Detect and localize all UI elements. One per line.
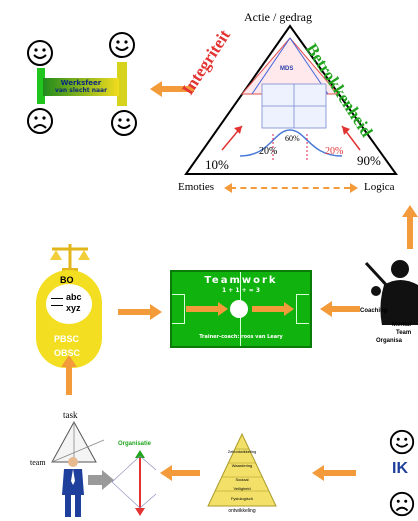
bo-xyz: xyz — [66, 303, 81, 313]
bo-badge: BO abc xyz PBSC OBSC — [36, 270, 102, 368]
werksfeer-label-line1: Werksfeer — [60, 79, 102, 87]
organisatie-scale — [111, 450, 157, 516]
triangle-pct-mid-right: 20% — [325, 146, 344, 157]
pyramid-line-2: Waardering — [231, 463, 253, 468]
werksfeer-panel: Werksfeer van slecht naar — [25, 30, 145, 140]
mental-label: Mental — [392, 322, 412, 328]
arrow-left-icon — [160, 465, 200, 481]
werksfeer-bar-right — [117, 62, 127, 106]
arrow-right-icon — [186, 302, 228, 316]
businessman-icon — [62, 457, 84, 517]
scales-icon — [50, 244, 90, 272]
teamwork-caption: Trainer-coach: roos van Leary — [199, 334, 283, 340]
triangle-bottom-left: Emoties — [178, 181, 215, 193]
pyramid-caption: ontwikkeling — [228, 508, 256, 514]
team-label-bottom: team — [30, 458, 46, 467]
pyramid-line-3: Sociaal — [235, 477, 249, 482]
arrow-head-left-icon — [224, 183, 232, 193]
pyramid-line-5: Fysiologisch — [230, 496, 253, 501]
triangle-diagram — [184, 24, 398, 175]
grey-arrow-right-icon — [88, 470, 114, 490]
frown-icon — [389, 491, 415, 517]
bo-equals — [51, 298, 63, 306]
field-box-left — [172, 294, 185, 324]
pyramid-line-1: Zelfontwikkeling — [227, 449, 257, 454]
triangle-pct-right: 90% — [357, 153, 381, 168]
maslow-pyramid — [207, 432, 277, 507]
coaching-label: Coaching — [360, 308, 388, 314]
werksfeer-label-box: Werksfeer van slecht naar — [43, 78, 119, 96]
task-label: task — [63, 410, 78, 420]
smile-icon — [389, 429, 415, 455]
arrow-left-icon — [312, 465, 356, 481]
arrow-left-icon — [320, 301, 360, 317]
frown-icon — [27, 108, 53, 134]
field-box-right — [296, 294, 309, 324]
organisa-label: Organisa — [376, 338, 403, 344]
bo-line1: PBSC — [54, 334, 80, 344]
teamwork-formula: 1 + 1 + = 3 — [221, 287, 261, 294]
bo-abc: abc — [66, 292, 82, 302]
triangle-bottom-right: Logica — [364, 181, 395, 193]
pyramid-line-4: Veiligheid — [233, 486, 251, 491]
werksfeer-bar-left — [37, 68, 45, 104]
arrow-right-icon — [252, 302, 294, 316]
arrow-up-icon — [61, 355, 77, 395]
smile-icon — [109, 32, 135, 58]
ik-label: IK — [392, 460, 408, 477]
teamwork-title: Teamwork — [204, 275, 278, 286]
bo-line2: OBSC — [54, 348, 81, 358]
triangle-pct-left: 10% — [205, 157, 229, 172]
arrow-head-right-icon — [350, 183, 358, 193]
teamwork-field: Teamwork 1 + 1 + = 3 Trainer-coach: roos… — [170, 270, 312, 348]
team-label: Team — [396, 330, 412, 336]
triangle-pct-mid-left: 20% — [259, 146, 278, 157]
arrow-left-icon — [150, 81, 194, 97]
werksfeer-label-line2: van slecht naar — [54, 87, 108, 94]
page-title-top: Actie / gedrag — [244, 10, 312, 24]
smile-icon — [111, 110, 137, 136]
bo-inner-white — [46, 284, 92, 324]
triangle-inner-box: MDS — [280, 66, 294, 72]
triangle-pct-mid-top: 60% — [285, 134, 300, 143]
field-ball-icon — [230, 300, 248, 318]
coach-silhouette-icon — [364, 260, 418, 325]
arrow-right-icon — [118, 304, 162, 320]
dashed-double-arrow — [230, 187, 350, 189]
smile-icon — [27, 40, 53, 66]
arrow-up-icon — [402, 205, 418, 249]
organisatie-label: Organisatie — [118, 441, 152, 447]
bo-title: BO — [60, 275, 74, 285]
